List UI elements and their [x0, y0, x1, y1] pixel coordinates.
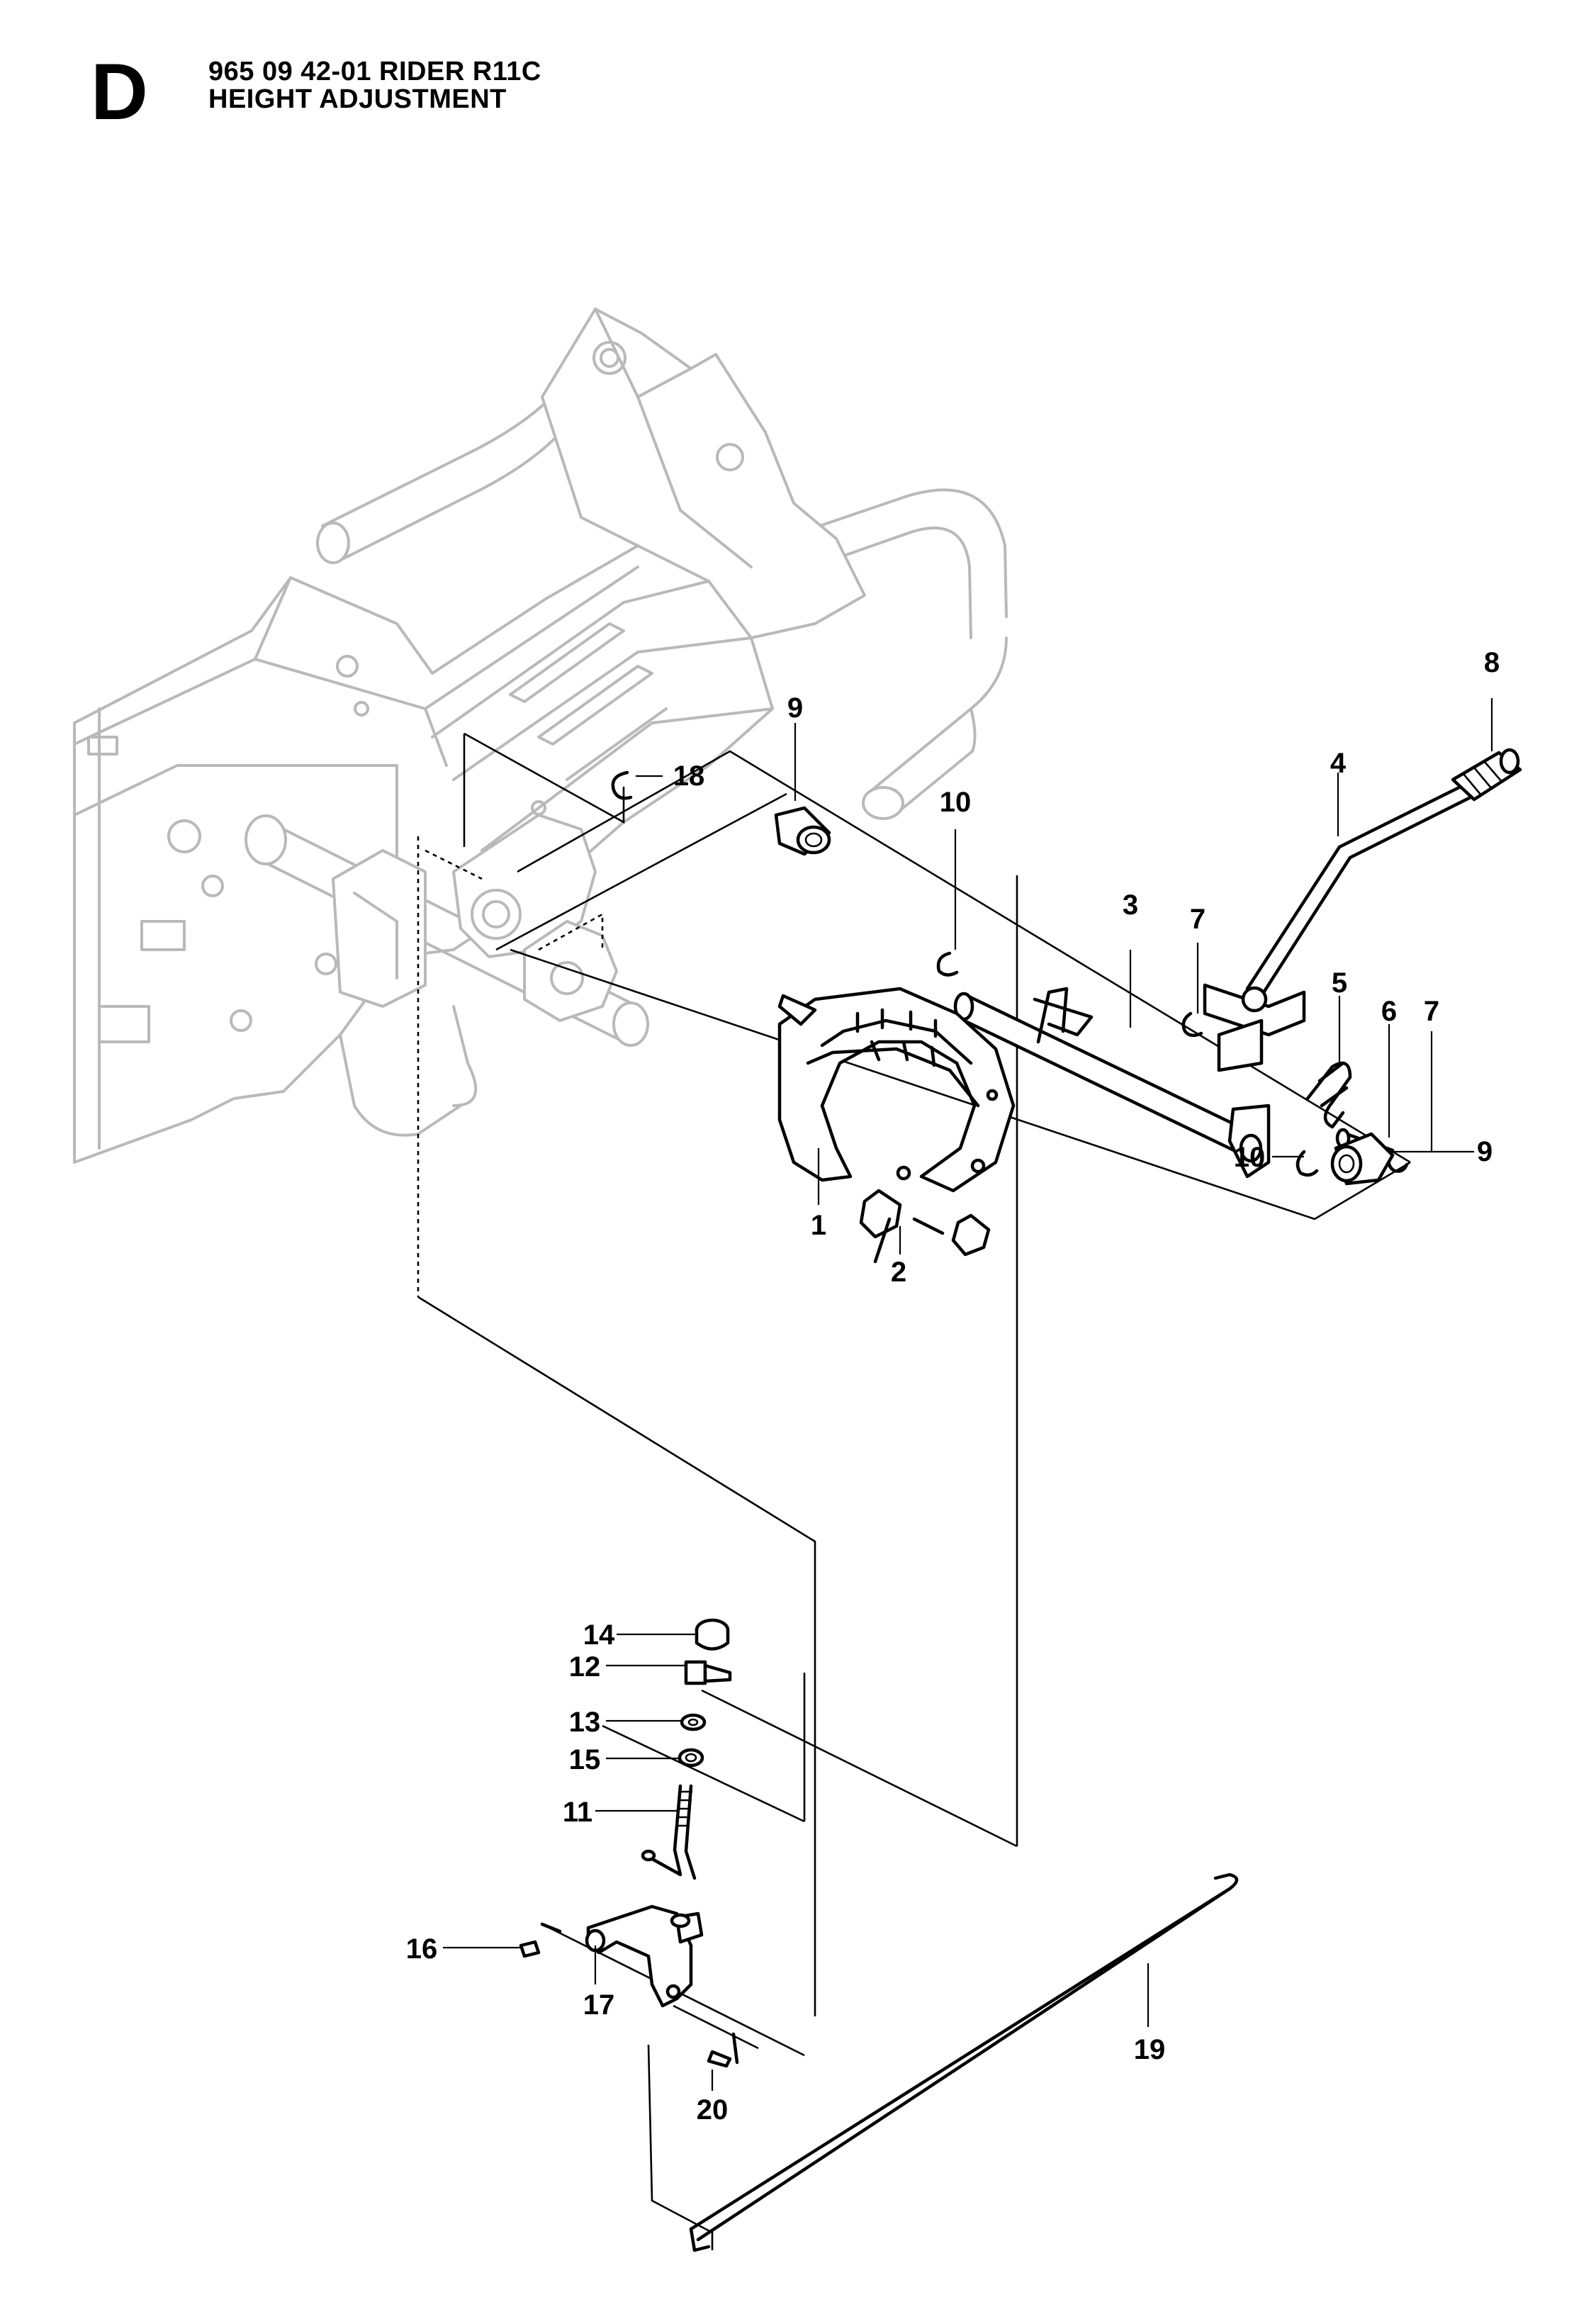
callout-5: 5 [1332, 967, 1347, 999]
callout-8: 8 [1484, 647, 1500, 678]
callout-4: 4 [1330, 748, 1347, 779]
parts [519, 748, 1522, 2252]
bushing-upper [774, 806, 831, 856]
callout-10-upper: 10 [940, 787, 972, 818]
callout-6: 6 [1381, 996, 1397, 1027]
callout-7-upper: 7 [1190, 904, 1206, 935]
callout-11: 11 [563, 1797, 592, 1828]
callout-14: 14 [583, 1619, 615, 1651]
knob [1451, 748, 1522, 802]
part-number-title: 965 09 42-01 RIDER R11C [208, 57, 541, 86]
callout-19: 19 [1134, 2034, 1166, 2065]
callout-9-upper: 9 [787, 692, 803, 724]
callout-15: 15 [569, 1744, 601, 1775]
callout-1: 1 [811, 1210, 826, 1241]
lever [1203, 783, 1473, 1072]
leader-lines [443, 698, 1493, 2091]
threaded-rod [641, 1784, 697, 1880]
callout-16: 16 [406, 1933, 438, 1965]
callout-labels: 1 2 3 4 5 6 7 7 8 9 9 10 10 11 12 13 14 … [406, 647, 1500, 2126]
nut-14 [695, 1618, 730, 1651]
ghost-frame [73, 308, 1008, 1164]
section-letter: D [91, 47, 148, 136]
callout-12: 12 [569, 1651, 601, 1683]
callout-17: 17 [583, 1989, 615, 2021]
callout-10-lower: 10 [1234, 1142, 1266, 1173]
bolts [859, 1189, 991, 1264]
long-rod [689, 1872, 1239, 2252]
callout-18: 18 [673, 760, 705, 792]
callout-3: 3 [1123, 889, 1138, 921]
callout-2: 2 [891, 1257, 906, 1288]
callout-13: 13 [569, 1707, 601, 1738]
assembly-title: HEIGHT ADJUSTMENT [208, 84, 507, 114]
page-header: D 965 09 42-01 RIDER R11C HEIGHT ADJUSTM… [0, 0, 1596, 184]
bushing-lower [1330, 1132, 1395, 1186]
gate-plate [777, 987, 1016, 1193]
callout-20: 20 [697, 2094, 729, 2126]
callout-9-lower: 9 [1477, 1136, 1493, 1167]
bracket-17 [585, 1904, 704, 2008]
callout-7-lower: 7 [1424, 996, 1439, 1027]
